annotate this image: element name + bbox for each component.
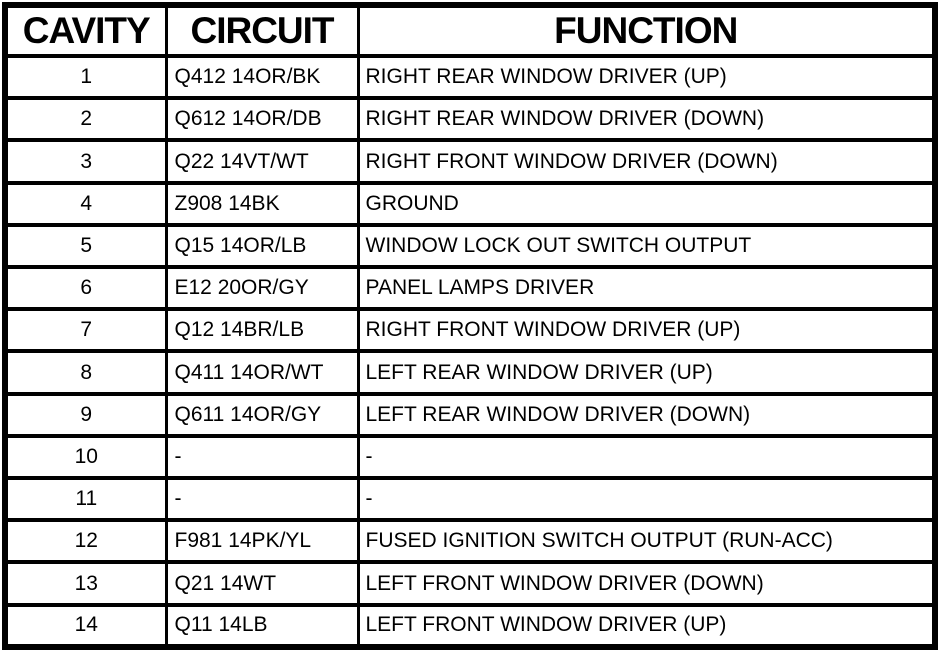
function-cell: GROUND [356,180,932,227]
function-cell: LEFT FRONT WINDOW DRIVER (UP) [356,602,932,644]
cavity-cell: 3 [8,138,168,185]
table-row: 10-- [8,433,932,481]
cavity-cell: 13 [8,560,168,607]
function-cell: PANEL LAMPS DRIVER [356,265,932,312]
header-row: CAVITY CIRCUIT FUNCTION [8,8,932,58]
circuit-cell: Z908 14BK [164,180,360,227]
circuit-cell: F981 14PK/YL [164,518,360,565]
cavity-cell: 2 [8,96,168,143]
circuit-cell: Q412 14OR/BK [164,53,360,101]
function-cell: LEFT FRONT WINDOW DRIVER (DOWN) [356,560,932,607]
function-cell: RIGHT FRONT WINDOW DRIVER (DOWN) [356,138,932,185]
function-cell: FUSED IGNITION SWITCH OUTPUT (RUN-ACC) [356,518,932,565]
function-cell: WINDOW LOCK OUT SWITCH OUTPUT [356,222,932,270]
function-cell: LEFT REAR WINDOW DRIVER (DOWN) [356,391,932,438]
table-row: 11-- [8,476,932,523]
function-cell: RIGHT REAR WINDOW DRIVER (DOWN) [356,96,932,143]
cavity-cell: 1 [8,53,168,101]
table-header: CAVITY CIRCUIT FUNCTION [8,8,932,58]
cavity-cell: 12 [8,518,168,565]
circuit-cell: - [164,433,360,481]
circuit-cell: Q15 14OR/LB [164,222,360,270]
circuit-cell: Q11 14LB [164,602,360,644]
function-cell: RIGHT FRONT WINDOW DRIVER (UP) [356,307,932,354]
function-cell: LEFT REAR WINDOW DRIVER (UP) [356,349,932,396]
circuit-cell: Q612 14OR/DB [164,96,360,143]
circuit-cell: Q12 14BR/LB [164,307,360,354]
circuit-cell: - [164,476,360,523]
cavity-cell: 6 [8,265,168,312]
circuit-cell: E12 20OR/GY [164,265,360,312]
function-cell: - [356,476,932,523]
cavity-cell: 10 [8,433,168,481]
cavity-cell: 5 [8,222,168,270]
cavity-cell: 9 [8,391,168,438]
circuit-cell: Q411 14OR/WT [164,349,360,396]
cavity-cell: 4 [8,180,168,227]
function-cell: RIGHT REAR WINDOW DRIVER (UP) [356,53,932,101]
cavity-cell: 11 [8,476,168,523]
function-cell: - [356,433,932,481]
circuit-cell: Q611 14OR/GY [164,391,360,438]
column-header-function: FUNCTION [356,8,932,58]
circuit-cell: Q22 14VT/WT [164,138,360,185]
cavity-cell: 8 [8,349,168,396]
cavity-cell: 7 [8,307,168,354]
circuit-cell: Q21 14WT [164,560,360,607]
cavity-cell: 14 [8,602,168,644]
column-header-cavity: CAVITY [8,8,168,58]
column-header-circuit: CIRCUIT [164,8,360,58]
